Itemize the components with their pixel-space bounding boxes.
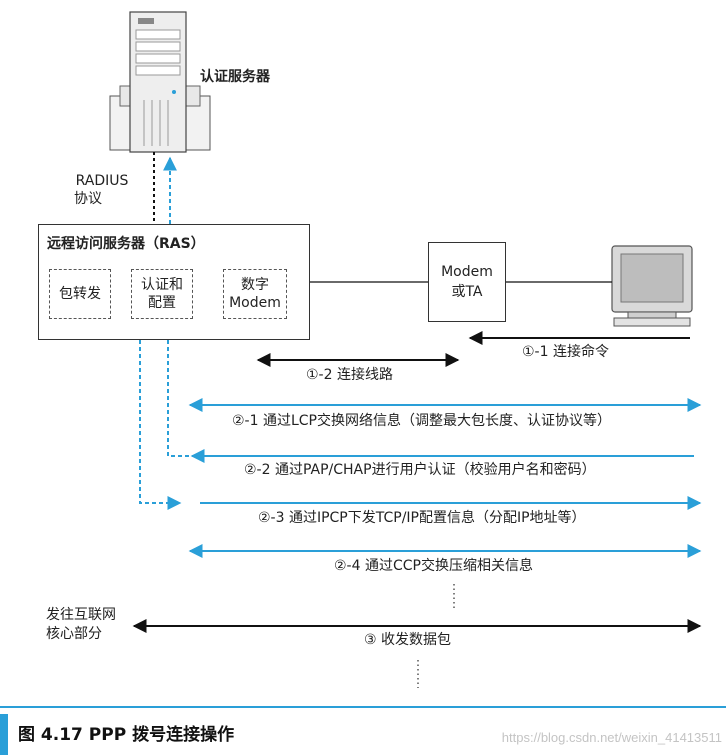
step-label-2-3: ②-3 通过IPCP下发TCP/IP配置信息（分配IP地址等） xyxy=(258,510,586,526)
computer-icon xyxy=(611,245,693,327)
step-label-1-2: ①-2 连接线路 xyxy=(306,367,393,383)
modem-ta-box: Modem 或TA xyxy=(428,242,506,322)
ras-module-auth-config: 认证和 配置 xyxy=(131,269,193,319)
figure-caption-bar: 图 4.17 PPP 拨号连接操作 https://blog.csdn.net/… xyxy=(0,706,726,755)
ras-module-auth-config-line2: 配置 xyxy=(148,295,176,311)
step-label-2-4: ②-4 通过CCP交换压缩相关信息 xyxy=(334,558,533,574)
ras-module-auth-config-line1: 认证和 xyxy=(141,277,183,293)
step-label-2-1: ②-1 通过LCP交换网络信息（调整最大包长度、认证协议等） xyxy=(232,413,611,429)
watermark: https://blog.csdn.net/weixin_41413511 xyxy=(501,730,722,745)
ras-module-digital-modem-line1: 数字 xyxy=(240,277,269,293)
radius-label-line1: RADIUS xyxy=(75,173,129,189)
radius-label-line2: 协议 xyxy=(74,191,102,207)
figure-caption: 图 4.17 PPP 拨号连接操作 xyxy=(18,725,235,745)
modem-ta-line1: Modem xyxy=(441,264,493,280)
caption-accent xyxy=(0,714,8,755)
internet-core-line2: 核心部分 xyxy=(46,626,102,642)
step-label-1-1: ①-1 连接命令 xyxy=(522,344,609,360)
step-label-2-2: ②-2 通过PAP/CHAP进行用户认证（校验用户名和密码） xyxy=(244,462,596,478)
ras-title: 远程访问服务器（RAS） xyxy=(47,236,205,252)
ras-module-digital-modem-line2: Modem xyxy=(229,295,281,311)
step-label-3: ③ 收发数据包 xyxy=(364,632,452,648)
ras-module-digital-modem: 数字 Modem xyxy=(223,269,287,319)
modem-ta-line2: 或TA xyxy=(451,284,483,300)
connector-2-3 xyxy=(139,340,182,510)
ras-module-forwarding: 包转发 xyxy=(49,269,111,319)
auth-server-label: 认证服务器 xyxy=(200,69,270,85)
ras-box: 远程访问服务器（RAS） 包转发 认证和 配置 数字 Modem xyxy=(38,224,310,340)
ras-module-forwarding-label: 包转发 xyxy=(59,286,101,302)
internet-core-line1: 发往互联网 xyxy=(46,607,116,623)
server-icon xyxy=(109,11,211,153)
connector-2-2 xyxy=(167,340,190,457)
